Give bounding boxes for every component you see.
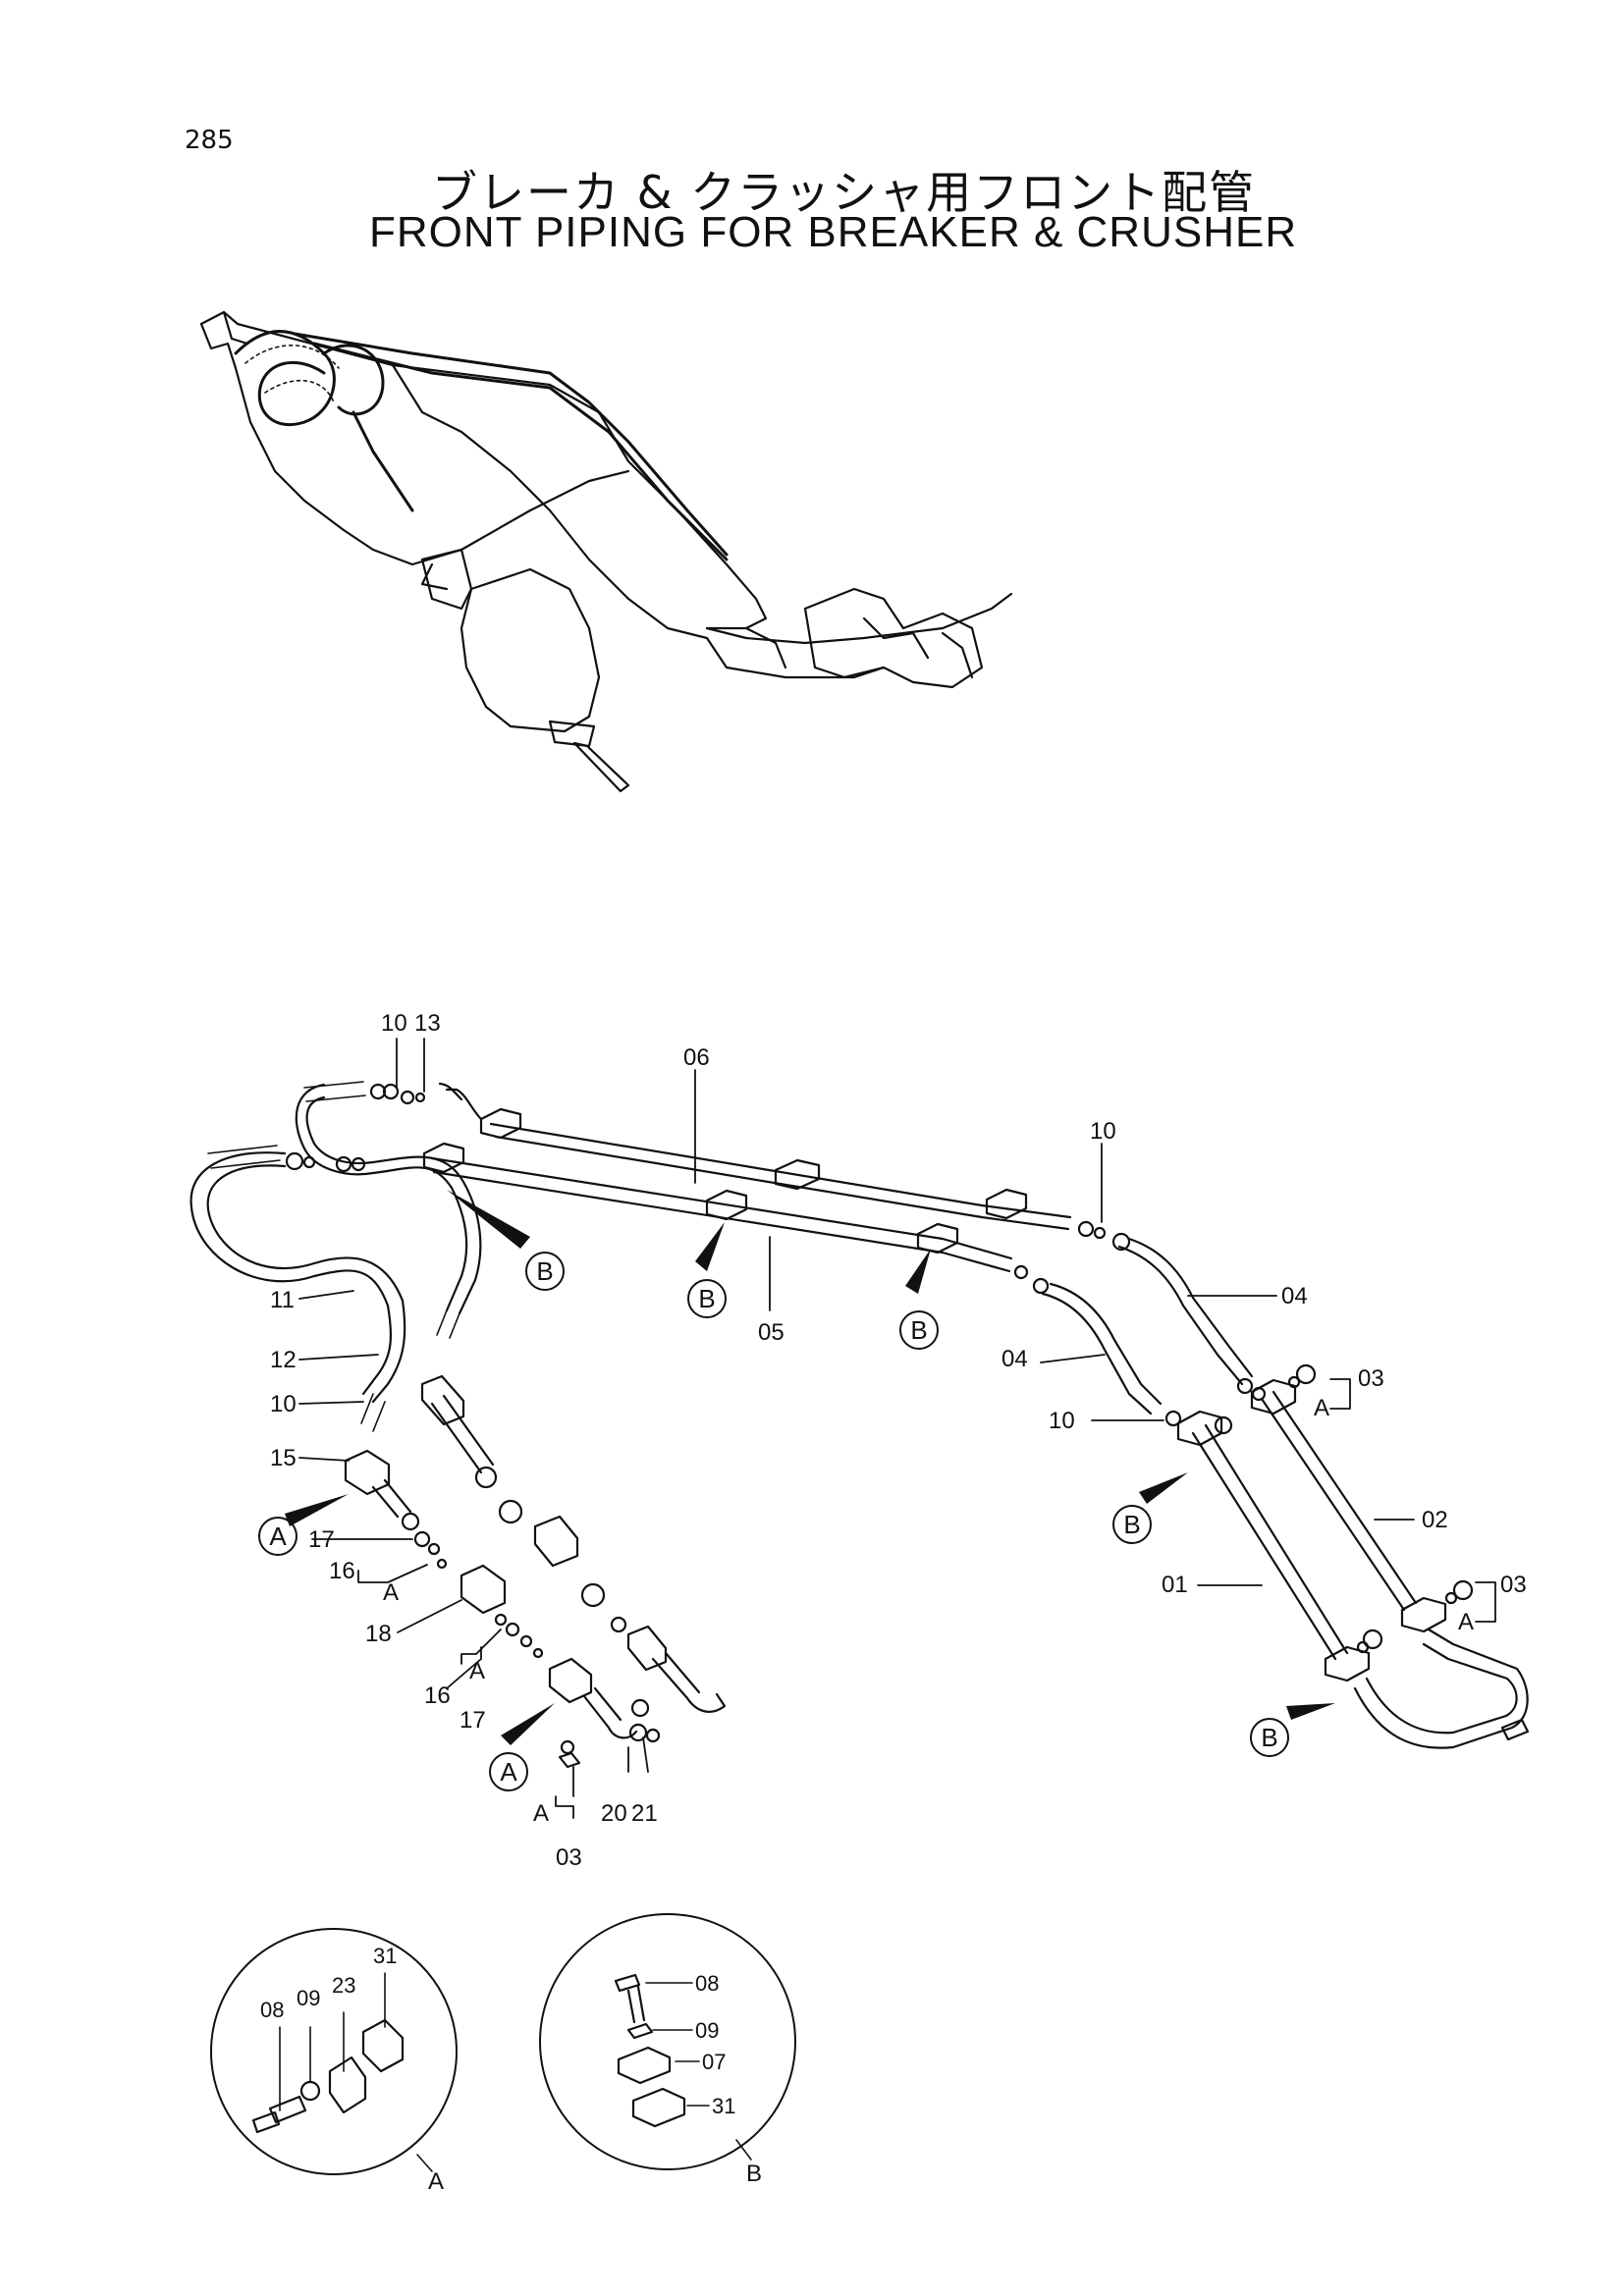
callout-label: A	[1314, 1395, 1329, 1421]
detail-b-label: 08	[695, 1971, 719, 1996]
detail-a-label: 09	[297, 1986, 320, 2010]
detail-b-label: 07	[702, 2050, 726, 2074]
part-callouts: 10 13 06 10 04 05 04 03 A 10 02 03 A 01 …	[270, 1010, 1527, 1871]
view-ref-b-circle	[525, 1252, 565, 1291]
callout-label: 17	[308, 1526, 335, 1553]
callout-label: 10	[1090, 1118, 1116, 1145]
detail-a-caption: A	[428, 2168, 444, 2195]
callout-label: 05	[758, 1319, 784, 1346]
title-english: FRONT PIPING FOR BREAKER & CRUSHER	[369, 208, 1298, 256]
view-ref-letter: B	[1123, 1510, 1140, 1539]
callout-label: 03	[1500, 1572, 1527, 1598]
view-ref-a-circle	[258, 1517, 298, 1556]
callout-label: 04	[1281, 1283, 1308, 1309]
callout-label: 18	[365, 1621, 392, 1647]
callout-label: 02	[1422, 1507, 1448, 1533]
page-number: 285	[185, 126, 234, 155]
callout-label: 10	[381, 1010, 407, 1037]
view-ref-circles	[258, 1252, 1289, 1791]
callout-label: A	[533, 1800, 549, 1827]
detail-b-label: 31	[712, 2094, 735, 2118]
callout-label: 10	[1049, 1408, 1075, 1434]
callout-label: 03	[556, 1844, 582, 1871]
view-ref-letter: A	[269, 1522, 287, 1551]
view-ref-letter: B	[910, 1315, 927, 1345]
view-ref-letter: A	[500, 1757, 517, 1787]
view-ref-a-circle	[489, 1752, 528, 1791]
callout-label: 04	[1001, 1346, 1028, 1372]
leader-lines	[298, 1038, 1496, 1819]
callout-label: 03	[1358, 1365, 1384, 1392]
view-ref-letter: B	[698, 1284, 715, 1313]
callout-label: 13	[414, 1010, 441, 1037]
view-ref-pointers	[285, 1190, 1335, 1745]
callout-label: 01	[1162, 1572, 1188, 1598]
callout-label: 16	[329, 1558, 355, 1584]
view-ref-b-circle	[1250, 1718, 1289, 1757]
detail-b-caption: B	[746, 2161, 762, 2187]
detail-view-b: 08 09 07 31 B	[539, 1913, 796, 2187]
title-japanese: ブレーカ & クラッシャ用フロント配管	[432, 166, 1257, 219]
callout-label: 21	[631, 1800, 658, 1827]
detail-b-label: 09	[695, 2018, 719, 2043]
view-ref-b-circle	[687, 1279, 727, 1318]
detail-a-label: 31	[373, 1944, 397, 1968]
view-ref-b-circle	[1112, 1505, 1152, 1544]
detail-a-label: 23	[332, 1973, 355, 1998]
callout-label: 16	[424, 1682, 451, 1709]
piping-exploded-view	[189, 1081, 1530, 1769]
callout-label: 20	[601, 1800, 627, 1827]
detail-view-a: 08 09 23 31 A	[210, 1928, 458, 2195]
view-ref-b-circle	[899, 1310, 939, 1350]
callout-label: 17	[460, 1707, 486, 1734]
callout-label: 12	[270, 1347, 297, 1373]
callout-label: 15	[270, 1445, 297, 1471]
callout-label: 06	[683, 1044, 710, 1071]
view-ref-letter: B	[1261, 1723, 1277, 1752]
callout-label: A	[383, 1579, 399, 1606]
callout-label: A	[1458, 1609, 1474, 1635]
callout-label: 11	[270, 1287, 295, 1313]
view-ref-letters: B B B B B A A	[269, 1256, 1277, 1787]
view-ref-letter: B	[536, 1256, 553, 1286]
callout-label: A	[469, 1658, 485, 1684]
callout-label: 10	[270, 1391, 297, 1417]
excavator-overview-illustration	[199, 310, 1013, 793]
detail-a-label: 08	[260, 1998, 284, 2022]
